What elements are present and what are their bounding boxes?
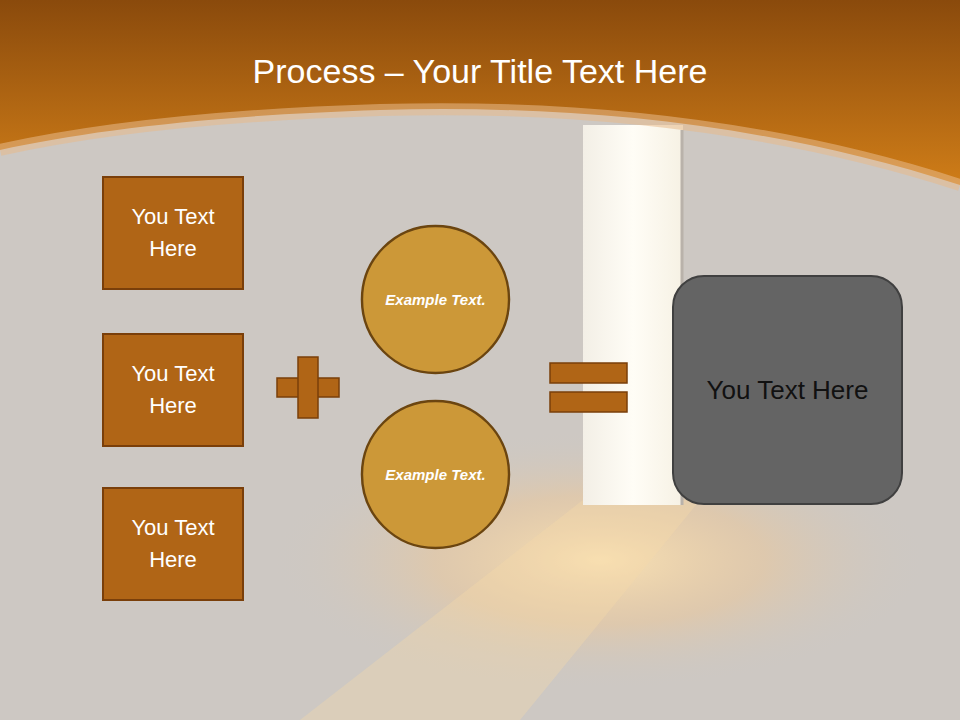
node-text: You Text Here <box>112 358 234 422</box>
node-text: Example Text. <box>385 288 485 311</box>
plus-symbol <box>300 379 317 396</box>
example-circle: Example Text. <box>360 224 511 375</box>
node-text: Example Text. <box>385 463 485 486</box>
equals-symbol <box>550 363 627 383</box>
slide-title: Process – Your Title Text Here <box>0 52 960 91</box>
node-text: You Text Here <box>112 512 234 576</box>
process-box: You Text Here <box>102 333 244 447</box>
node-text: You Text Here <box>707 375 869 406</box>
equals-symbol <box>550 392 627 412</box>
plus-symbol <box>298 357 318 418</box>
example-circle: Example Text. <box>360 399 511 550</box>
result-box: You Text Here <box>672 275 903 505</box>
process-box: You Text Here <box>102 487 244 601</box>
plus-symbol <box>277 378 339 397</box>
node-text: You Text Here <box>112 201 234 265</box>
process-box: You Text Here <box>102 176 244 290</box>
